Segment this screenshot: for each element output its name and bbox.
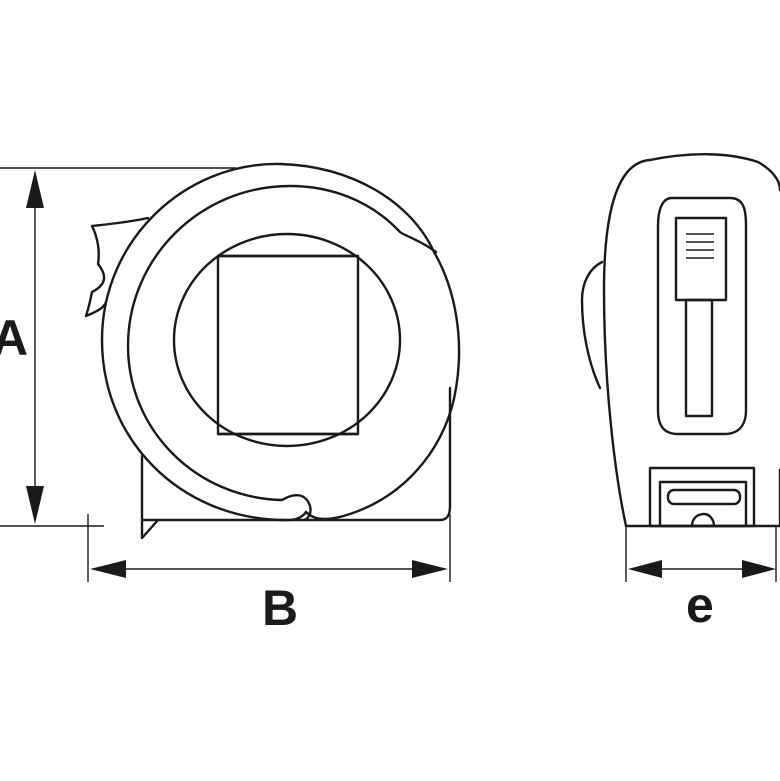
blade-exit-front (648, 466, 756, 528)
dimension-b: B (87, 514, 451, 636)
arrow-a-bottom (26, 486, 44, 524)
arrow-a-top (26, 170, 44, 208)
arrow-b-left (90, 560, 126, 578)
arrow-b-right (412, 560, 448, 578)
window-label-recess (216, 254, 360, 436)
dimension-e: e (625, 526, 777, 633)
dimension-a: A (0, 167, 236, 527)
dimension-label-b: B (262, 580, 298, 636)
outer-casing (100, 162, 436, 522)
thumb-lock (84, 216, 150, 318)
arrow-e-left (628, 560, 662, 578)
belt-clip (580, 260, 604, 390)
lock-button (674, 216, 728, 302)
blade-hook (666, 488, 742, 506)
side-view (84, 162, 461, 540)
dimension-label-e: e (686, 577, 714, 633)
lock-slot (684, 298, 714, 418)
outer-casing-right (304, 250, 461, 521)
centre-window (172, 232, 402, 448)
lock-slider-panel (656, 196, 748, 436)
front-view (580, 153, 780, 528)
inner-ring (126, 184, 438, 522)
front-body (602, 153, 780, 528)
blade-exit-housing (140, 386, 452, 540)
arrow-e-right (742, 560, 776, 578)
dimension-label-a: A (0, 310, 28, 366)
